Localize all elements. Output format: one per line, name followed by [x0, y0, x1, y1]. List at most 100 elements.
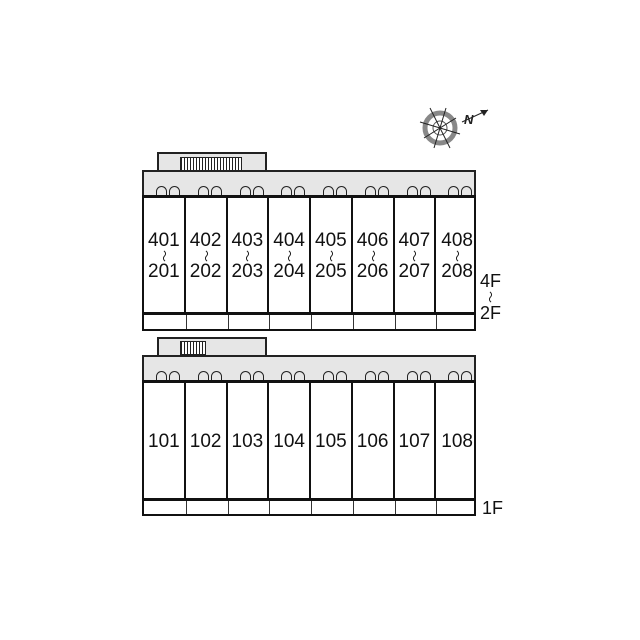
upper-corridor: [142, 170, 476, 196]
lower-stair-landing: [157, 337, 267, 357]
unit-number-sep: 〜: [407, 249, 422, 262]
unit-105: 105: [311, 383, 353, 499]
door-icon: [210, 186, 222, 196]
balcony: [228, 501, 271, 514]
upper-doors: [142, 184, 476, 196]
door-icon: [406, 371, 418, 381]
door-icon: [419, 186, 431, 196]
balcony: [395, 315, 438, 329]
unit-number-top: 406: [356, 229, 389, 251]
unit-405: 405〜205: [311, 198, 353, 313]
unit-406: 406〜206: [353, 198, 395, 313]
unit-number-top: 405: [315, 229, 347, 251]
balcony: [186, 315, 229, 329]
door-icon: [336, 371, 347, 381]
unit-number-sep: 〜: [198, 249, 213, 262]
balcony: [311, 315, 354, 329]
door-icon: [419, 371, 431, 381]
door-icon: [448, 371, 460, 381]
unit-number-bottom: 203: [231, 260, 264, 282]
unit-number-sep: 〜: [282, 249, 297, 262]
upper-floor-label: 4F 〜 2F: [480, 271, 502, 323]
unit-number-bottom: 206: [356, 260, 389, 282]
unit-number: 106: [356, 430, 389, 452]
unit-number: 102: [189, 430, 222, 452]
unit-number-sep: 〜: [323, 249, 338, 262]
door-icon: [364, 186, 376, 196]
door-icon: [281, 371, 293, 381]
upper-balconies: [142, 312, 476, 331]
unit-number-top: 401: [148, 229, 180, 251]
door-icon: [406, 186, 418, 196]
unit-number: 107: [398, 430, 431, 452]
unit-number: 105: [315, 430, 347, 452]
lower-floor-label: 1F: [482, 498, 504, 518]
unit-number-top: 403: [231, 229, 264, 251]
unit-number-bottom: 205: [315, 260, 347, 282]
unit-number-top: 404: [273, 229, 305, 251]
compass-rose-icon: N: [419, 107, 489, 149]
door-icon: [323, 371, 334, 381]
unit-102: 102: [186, 383, 228, 499]
balcony: [228, 315, 271, 329]
unit-number-sep: 〜: [240, 249, 255, 262]
unit-number-bottom: 201: [148, 260, 180, 282]
compass: N: [418, 104, 498, 154]
floor-label-bottom: 2F: [480, 303, 502, 323]
door-icon: [239, 186, 251, 196]
unit-401: 401〜201: [144, 198, 186, 313]
door-icon: [252, 371, 264, 381]
unit-number-top: 408: [441, 229, 473, 251]
unit-407: 407〜207: [395, 198, 437, 313]
lower-balconies: [142, 498, 476, 516]
door-icon: [197, 186, 209, 196]
lower-staircase: [180, 341, 206, 355]
unit-404: 404〜204: [269, 198, 311, 313]
door-icon: [169, 186, 180, 196]
door-icon: [448, 186, 460, 196]
door-icon: [294, 371, 306, 381]
unit-number-sep: 〜: [156, 249, 171, 262]
door-icon: [323, 186, 334, 196]
door-icon: [461, 371, 473, 381]
unit-number-bottom: 202: [189, 260, 222, 282]
unit-number-top: 402: [189, 229, 222, 251]
door-icon: [281, 186, 293, 196]
unit-number: 103: [231, 430, 264, 452]
unit-107: 107: [395, 383, 437, 499]
balcony: [353, 501, 396, 514]
door-icon: [252, 186, 264, 196]
balcony: [311, 501, 354, 514]
lower-doors: [142, 369, 476, 381]
unit-number-sep: 〜: [450, 249, 465, 262]
balcony: [269, 501, 312, 514]
balcony: [436, 501, 478, 514]
balcony: [144, 501, 187, 514]
unit-408: 408〜208: [436, 198, 478, 313]
door-icon: [169, 371, 180, 381]
balcony: [353, 315, 396, 329]
door-icon: [239, 371, 251, 381]
balcony: [395, 501, 438, 514]
floor-label-top: 4F: [480, 271, 502, 291]
door-icon: [336, 186, 347, 196]
unit-403: 403〜203: [228, 198, 270, 313]
unit-104: 104: [269, 383, 311, 499]
compass-north-label: N: [464, 112, 474, 127]
door-icon: [461, 186, 473, 196]
unit-108: 108: [436, 383, 478, 499]
unit-103: 103: [228, 383, 270, 499]
door-icon: [364, 371, 376, 381]
upper-staircase: [180, 157, 242, 171]
unit-number: 104: [273, 430, 305, 452]
balcony: [269, 315, 312, 329]
unit-number-bottom: 208: [441, 260, 473, 282]
unit-106: 106: [353, 383, 395, 499]
door-icon: [156, 371, 167, 381]
unit-101: 101: [144, 383, 186, 499]
door-icon: [377, 186, 389, 196]
door-icon: [294, 186, 306, 196]
unit-number-top: 407: [398, 229, 431, 251]
